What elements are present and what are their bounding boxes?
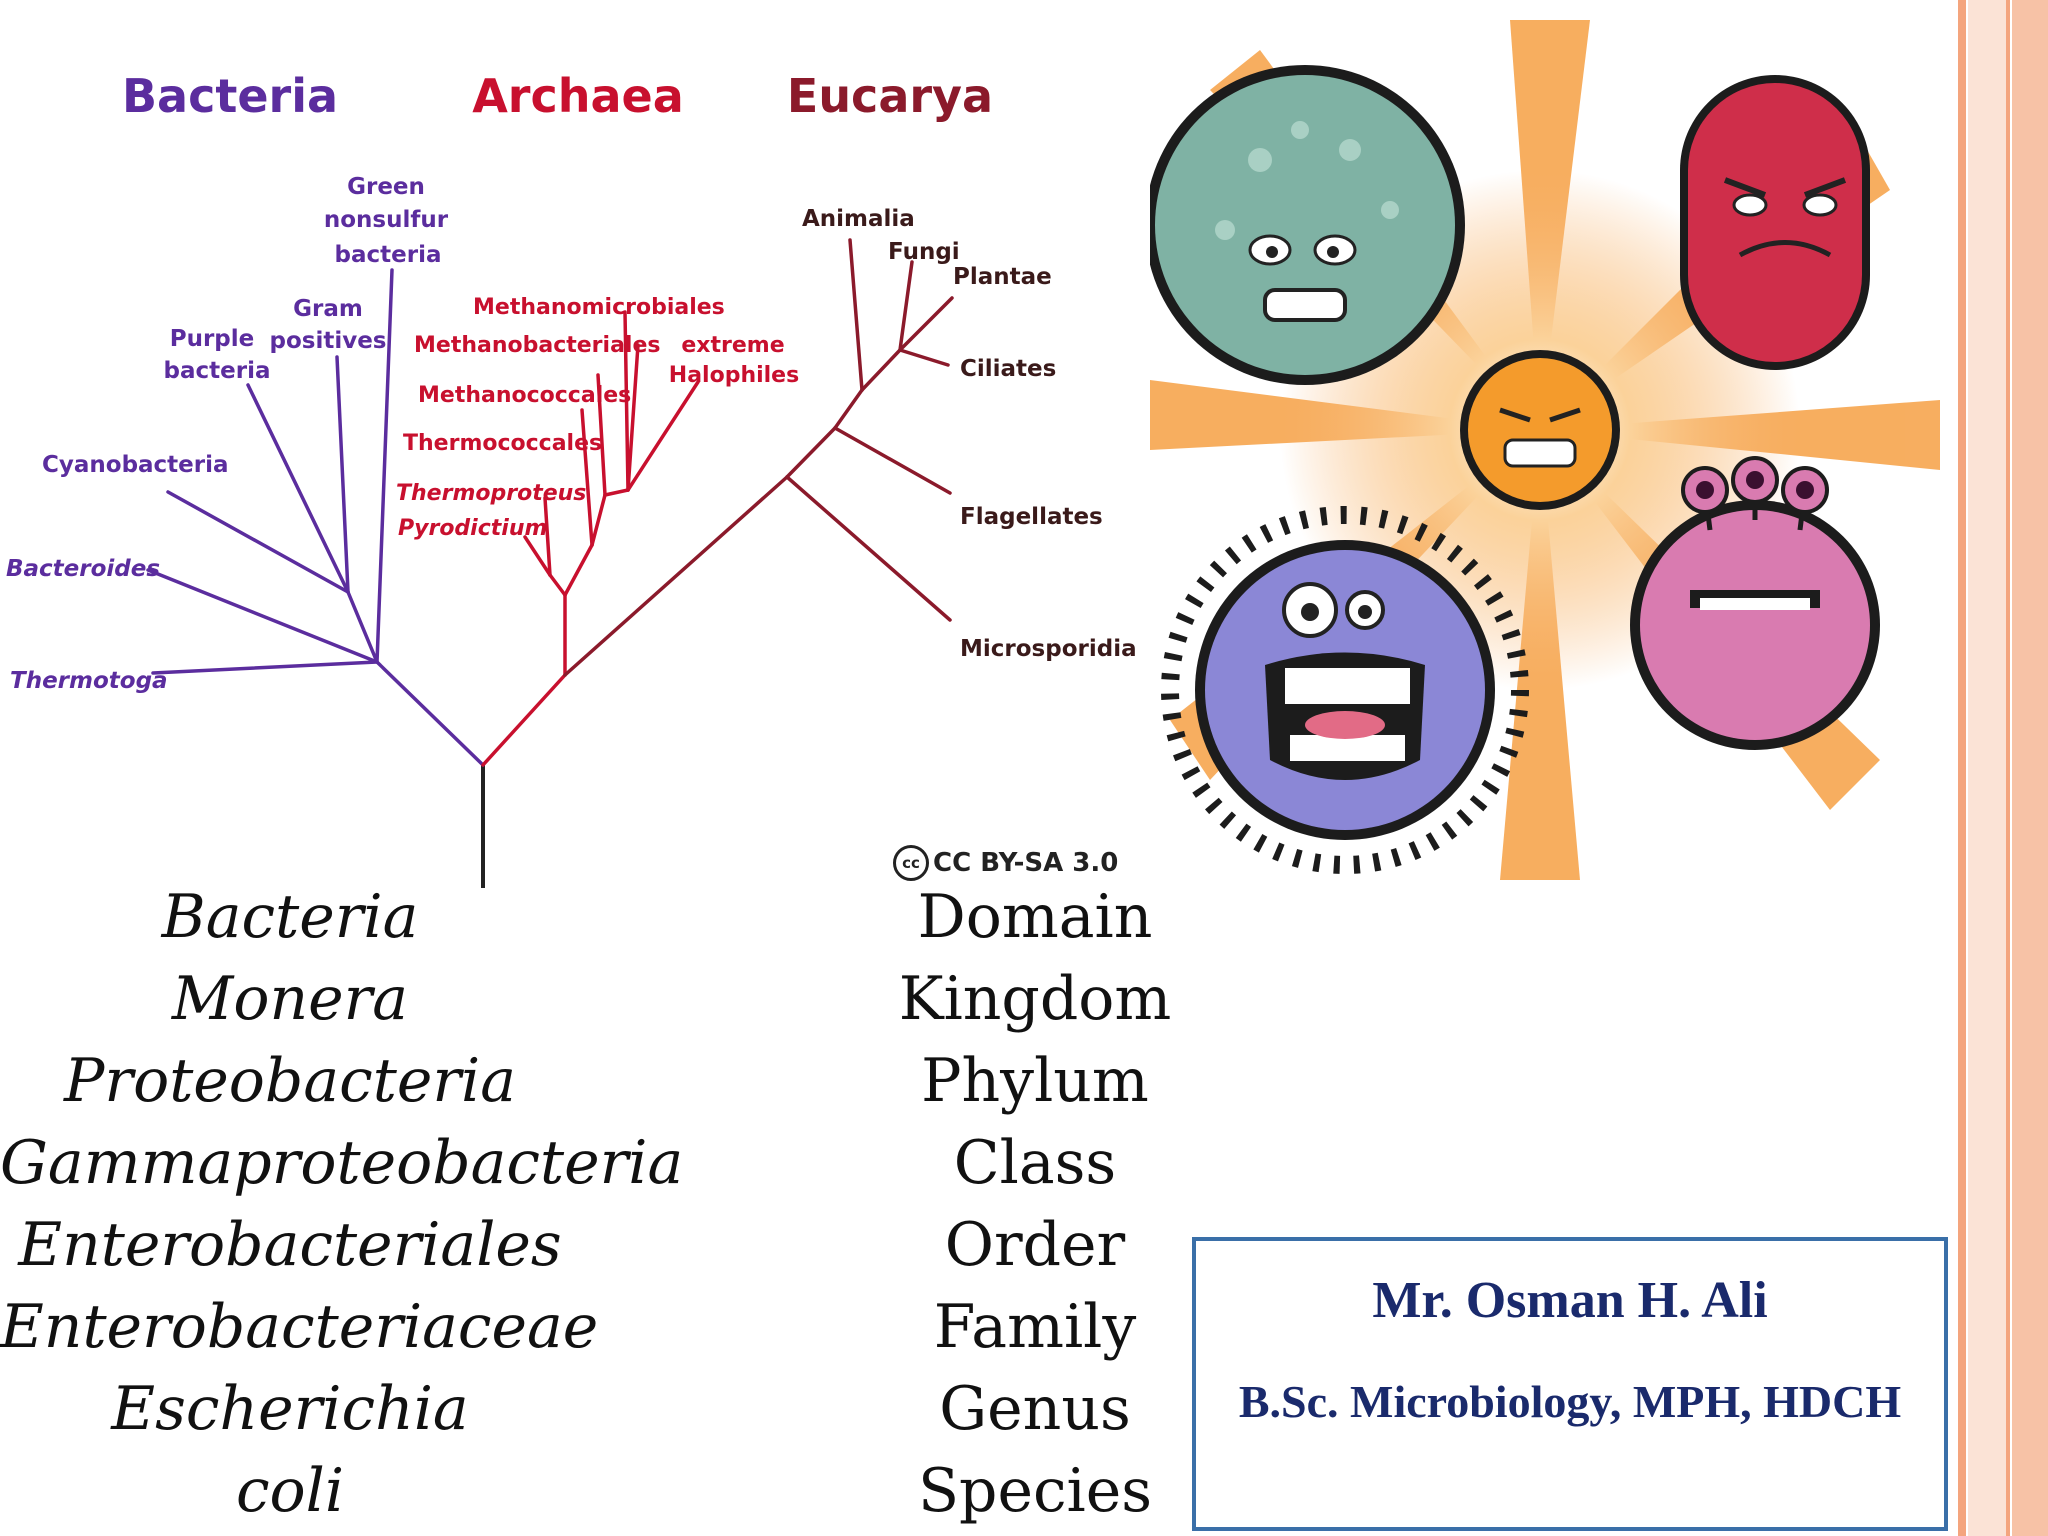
rank-kingdom: Kingdom xyxy=(898,964,1172,1034)
bacteria-branches xyxy=(146,268,485,767)
label-extreme-halophiles: extreme xyxy=(681,333,784,358)
label-methanobacteriales: Methanobacteriales xyxy=(414,333,660,358)
phylogenetic-tree: Bacteria Archaea Eucarya Green nonsulfur… xyxy=(6,69,1137,888)
label-methanomicrobiales: Methanomicrobiales xyxy=(473,295,725,320)
label-thermoproteus: Thermoproteus xyxy=(396,481,586,506)
pink-microbe xyxy=(1630,456,1880,750)
bacteria-labels: Green nonsulfur bacteria Gram positives … xyxy=(6,174,449,694)
rank-class: Class xyxy=(953,1128,1117,1198)
domain-label-archaea: Archaea xyxy=(472,69,684,123)
teal-microbe xyxy=(1150,65,1465,385)
label-plantae: Plantae xyxy=(953,264,1052,290)
taxon-kingdom: Monera xyxy=(171,964,409,1034)
author-degrees: B.Sc. Microbiology, MPH, HDCH xyxy=(1238,1376,1902,1427)
eucarya-labels: Animalia Fungi Plantae Ciliates Flagella… xyxy=(802,206,1137,662)
taxon-genus: Escherichia xyxy=(111,1374,469,1444)
label-green-nonsulfur: Green xyxy=(347,174,425,200)
cartoon-microbes-illustration xyxy=(1150,20,1940,880)
label-green-nonsulfur: bacteria xyxy=(335,242,442,268)
decorative-side-stripes xyxy=(1958,0,2048,1536)
license-badge: cc CC BY-SA 3.0 xyxy=(893,840,1118,886)
label-bacteroides: Bacteroides xyxy=(6,556,160,582)
rank-phylum: Phylum xyxy=(921,1046,1149,1116)
taxon-class: Gammaproteobacteria xyxy=(0,1128,684,1198)
purple-microbe xyxy=(1161,506,1529,874)
ranks-column: Domain Kingdom Phylum Class Order Family… xyxy=(885,876,1185,1532)
domain-label-bacteria: Bacteria xyxy=(122,69,338,123)
label-extreme-halophiles: Halophiles xyxy=(669,363,799,388)
label-thermococcales: Thermococcales xyxy=(403,431,602,456)
archaea-labels: Methanomicrobiales Methanobacteriales ex… xyxy=(396,295,799,541)
rank-domain: Domain xyxy=(917,882,1153,952)
taxa-column: Bacteria Monera Proteobacteria Gammaprot… xyxy=(0,876,684,1532)
label-purple-bacteria: bacteria xyxy=(164,358,271,384)
taxon-phylum: Proteobacteria xyxy=(64,1046,516,1116)
label-animalia: Animalia xyxy=(802,206,915,232)
rank-order: Order xyxy=(944,1210,1126,1280)
label-purple-bacteria: Purple xyxy=(170,326,255,352)
red-microbe xyxy=(1680,75,1870,370)
taxon-species: coli xyxy=(235,1456,345,1526)
rank-genus: Genus xyxy=(939,1374,1131,1444)
label-methanococcales: Methanococcales xyxy=(418,383,631,408)
taxon-family: Enterobacteriaceae xyxy=(0,1292,599,1362)
label-cyanobacteria: Cyanobacteria xyxy=(42,452,229,478)
label-gram-positives: positives xyxy=(270,328,387,354)
author-info-box: Mr. Osman H. Ali B.Sc. Microbiology, MPH… xyxy=(1192,1237,1948,1531)
rank-species: Species xyxy=(917,1456,1153,1526)
orange-microbe xyxy=(1460,350,1620,510)
label-fungi: Fungi xyxy=(888,239,960,265)
label-pyrodictium: Pyrodictium xyxy=(398,516,547,541)
license-text: CC BY-SA 3.0 xyxy=(933,848,1119,878)
eucarya-branches xyxy=(563,238,954,677)
label-thermotoga: Thermotoga xyxy=(10,668,168,694)
label-green-nonsulfur: nonsulfur xyxy=(324,207,449,233)
label-gram-positives: Gram xyxy=(293,296,363,322)
label-microsporidia: Microsporidia xyxy=(960,636,1137,662)
author-name: Mr. Osman H. Ali xyxy=(1372,1272,1768,1329)
rank-family: Family xyxy=(933,1292,1137,1362)
label-flagellates: Flagellates xyxy=(960,504,1103,530)
taxon-domain: Bacteria xyxy=(161,882,419,952)
creative-commons-icon: cc xyxy=(893,845,929,881)
label-ciliates: Ciliates xyxy=(960,356,1056,382)
taxon-order: Enterobacteriales xyxy=(18,1210,562,1280)
domain-label-eucarya: Eucarya xyxy=(787,69,993,123)
archaea-branches xyxy=(481,310,700,767)
